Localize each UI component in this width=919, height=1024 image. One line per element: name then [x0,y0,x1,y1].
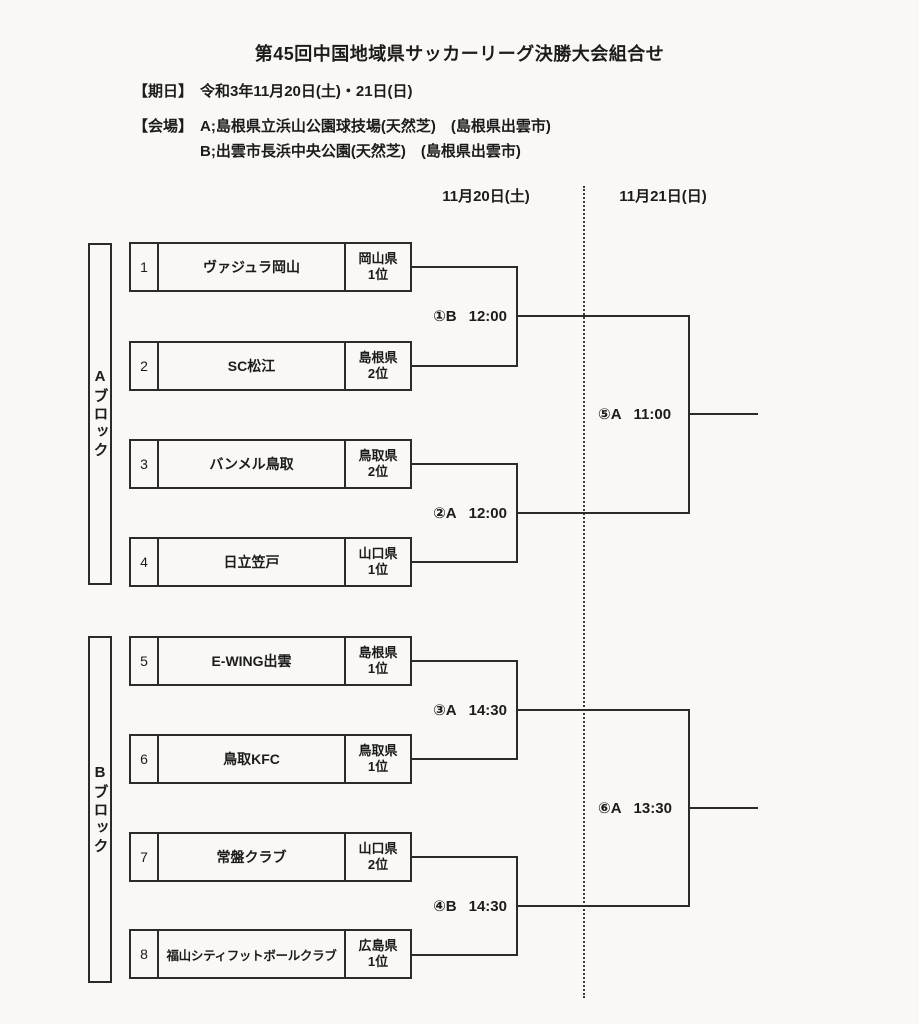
match-time: 12:00 [468,504,507,522]
team-prefecture: 鳥取県 [358,743,398,759]
team-pref-rank: 鳥取県 1位 [346,736,410,782]
team-box-4: 4 日立笠戸 山口県 1位 [129,537,412,587]
match-time: 11:00 [633,405,672,423]
team-name: バンメル鳥取 [157,441,346,487]
schedule-value: 令和3年11月20日(土)・21日(日) [200,83,413,100]
team-pref-rank: 島根県 1位 [346,638,410,684]
match-number: ④B [433,898,457,915]
bracket-line-team-3 [412,463,518,465]
team-name: 福山シティフットボールクラブ [157,931,346,977]
team-rank: 1位 [367,562,389,577]
bracket-line-match-6-winner [688,807,758,809]
venue-line-b: B;出雲市長浜中央公園(天然芝) (島根県出雲市) [200,143,521,160]
tournament-title: 第45回中国地域県サッカーリーグ決勝大会組合せ [254,44,665,64]
team-pref-rank: 島根県 2位 [346,343,410,389]
bracket-line-team-6 [412,758,518,760]
block-a-label: Aブロック [88,243,112,585]
day1-header: 11月20日(土) [442,188,530,205]
team-box-1: 1 ヴァジュラ岡山 岡山県 1位 [129,242,412,292]
venue-line-a: A;島根県立浜山公園球技場(天然芝) (島根県出雲市) [200,118,551,135]
day-separator-line [583,186,585,998]
team-name: 鳥取KFC [157,736,346,782]
team-pref-rank: 鳥取県 2位 [346,441,410,487]
bracket-line-match-4-winner [516,905,690,907]
match-number: ③A [433,702,457,719]
team-box-6: 6 鳥取KFC 鳥取県 1位 [129,734,412,784]
team-seed: 6 [140,751,148,767]
match-time: 14:30 [468,701,507,719]
team-box-3: 3 バンメル鳥取 鳥取県 2位 [129,439,412,489]
team-box-7: 7 常盤クラブ 山口県 2位 [129,832,412,882]
team-prefecture: 岡山県 [358,251,398,267]
team-name: E-WING出雲 [157,638,346,684]
bracket-line-team-8 [412,954,518,956]
bracket-line-team-2 [412,365,518,367]
team-prefecture: 広島県 [358,938,398,954]
match-number: ⑥A [598,800,622,817]
team-prefecture: 島根県 [358,645,398,661]
team-prefecture: 山口県 [358,546,398,562]
team-rank: 2位 [367,366,389,381]
team-prefecture: 山口県 [358,841,398,857]
team-name: ヴァジュラ岡山 [157,244,346,290]
match-6-label: ⑥A 13:30 [598,798,672,818]
bracket-line-team-4 [412,561,518,563]
match-time: 12:00 [468,307,507,325]
team-rank: 2位 [367,857,389,872]
match-number: ②A [433,505,457,522]
block-b-label: Bブロック [88,636,112,983]
schedule-label: 【期日】 [133,83,194,100]
team-pref-rank: 山口県 1位 [346,539,410,585]
team-rank: 2位 [367,464,389,479]
team-rank: 1位 [367,267,389,282]
day2-header: 11月21日(日) [619,188,707,205]
bracket-line-team-7 [412,856,518,858]
team-prefecture: 島根県 [358,350,398,366]
match-number: ①B [433,308,457,325]
match-4-label: ④B 14:30 [387,896,507,916]
match-time: 13:30 [633,799,672,817]
team-box-8: 8 福山シティフットボールクラブ 広島県 1位 [129,929,412,979]
team-seed: 1 [140,259,148,275]
bracket-line-match-5-winner [688,413,758,415]
team-prefecture: 鳥取県 [358,448,398,464]
team-seed: 7 [140,849,148,865]
match-3-label: ③A 14:30 [387,700,507,720]
team-seed: 5 [140,653,148,669]
match-5-label: ⑤A 11:00 [598,404,671,424]
team-seed: 3 [140,456,148,472]
team-rank: 1位 [367,954,389,969]
team-name: 常盤クラブ [157,834,346,880]
bracket-line-match-2-winner [516,512,690,514]
bracket-line-team-5 [412,660,518,662]
match-2-label: ②A 12:00 [387,503,507,523]
team-seed: 2 [140,358,148,374]
team-seed: 8 [140,946,148,962]
team-name: 日立笠戸 [157,539,346,585]
match-1-label: ①B 12:00 [387,306,507,326]
match-time: 14:30 [468,897,507,915]
team-pref-rank: 岡山県 1位 [346,244,410,290]
bracket-line-match-3-winner [516,709,690,711]
match-number: ⑤A [598,406,622,423]
team-box-2: 2 SC松江 島根県 2位 [129,341,412,391]
team-seed: 4 [140,554,148,570]
team-rank: 1位 [367,661,389,676]
team-rank: 1位 [367,759,389,774]
team-name: SC松江 [157,343,346,389]
team-pref-rank: 山口県 2位 [346,834,410,880]
bracket-line-match-1-winner [516,315,690,317]
bracket-line-team-1 [412,266,518,268]
team-box-5: 5 E-WING出雲 島根県 1位 [129,636,412,686]
venue-label: 【会場】 [133,118,194,135]
team-pref-rank: 広島県 1位 [346,931,410,977]
